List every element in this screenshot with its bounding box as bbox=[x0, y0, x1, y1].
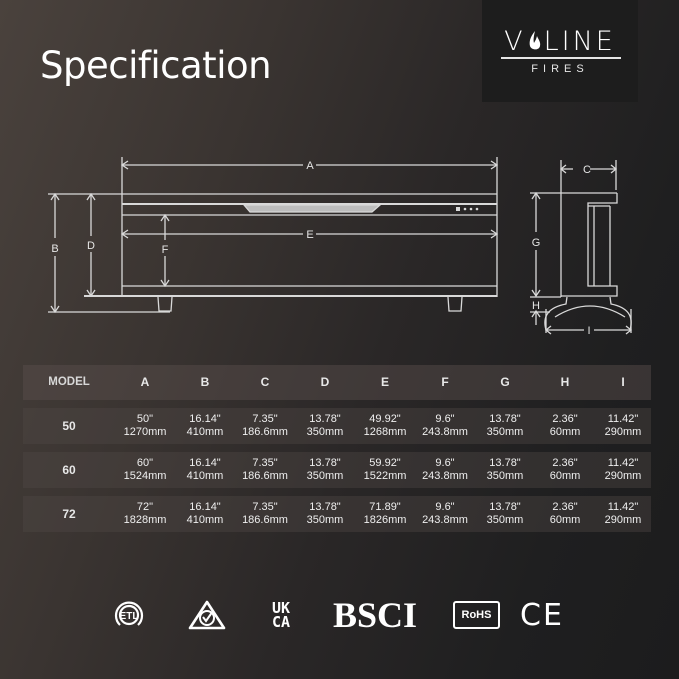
value-cell: 49.92"1268mm bbox=[363, 413, 407, 438]
value-cell: 13.78"350mm bbox=[306, 413, 344, 438]
value-cell: 7.35"186.6mm bbox=[242, 501, 288, 526]
value-cell: 13.78"350mm bbox=[486, 457, 524, 482]
value-cell: 13.78"350mm bbox=[306, 501, 344, 526]
value-cell: 2.36"60mm bbox=[549, 457, 581, 482]
dim-label-d: D bbox=[87, 240, 95, 252]
dim-label-a: A bbox=[306, 160, 314, 172]
spec-table: MODEL A B C D E F G H I 50 50"1270mm 16.… bbox=[23, 365, 651, 540]
logo-divider bbox=[501, 57, 621, 59]
header-cell: A bbox=[140, 375, 150, 389]
ce-logo: CE bbox=[520, 597, 564, 633]
value-cell: 50"1270mm bbox=[123, 413, 167, 438]
header-cell: E bbox=[380, 375, 389, 389]
model-cell: 50 bbox=[62, 418, 76, 433]
value-cell: 9.6"243.8mm bbox=[422, 501, 468, 526]
value-cell: 2.36"60mm bbox=[549, 413, 581, 438]
header-cell: H bbox=[560, 375, 570, 389]
front-view bbox=[48, 157, 499, 314]
dim-label-f: F bbox=[162, 244, 169, 256]
dim-label-i: I bbox=[587, 325, 590, 337]
value-cell: 2.36"60mm bbox=[549, 501, 581, 526]
rohs-logo: RoHS bbox=[453, 601, 500, 629]
table-row: 60 60"1524mm 16.14"410mm 7.35"186.6mm 13… bbox=[23, 452, 651, 488]
header-cell: MODEL bbox=[48, 376, 90, 388]
dim-label-g: G bbox=[532, 237, 541, 249]
dimension-diagram: A E B D F C G H I bbox=[48, 157, 633, 337]
value-cell: 11.42"290mm bbox=[604, 501, 642, 526]
value-cell: 7.35"186.6mm bbox=[242, 413, 288, 438]
value-cell: 9.6"243.8mm bbox=[422, 457, 468, 482]
dim-label-h: H bbox=[532, 300, 540, 312]
value-cell: 11.42"290mm bbox=[604, 413, 642, 438]
table-row: 50 50"1270mm 16.14"410mm 7.35"186.6mm 13… bbox=[23, 408, 651, 444]
model-cell: 72 bbox=[62, 506, 76, 521]
table-row: 72 72"1828mm 16.14"410mm 7.35"186.6mm 13… bbox=[23, 496, 651, 532]
header-cell: F bbox=[441, 375, 449, 389]
value-cell: 16.14"410mm bbox=[186, 501, 224, 526]
value-cell: 16.14"410mm bbox=[186, 413, 224, 438]
value-cell: 59.92"1522mm bbox=[363, 457, 407, 482]
header-cell: I bbox=[621, 375, 625, 389]
table-header-row: MODEL A B C D E F G H I bbox=[23, 365, 651, 400]
side-view bbox=[530, 160, 633, 335]
model-cell: 60 bbox=[62, 462, 76, 477]
value-cell: 13.78"350mm bbox=[306, 457, 344, 482]
certification-logos: ETL UK CA BSCI RoHS CE bbox=[0, 590, 679, 640]
header-cell: D bbox=[320, 375, 330, 389]
value-cell: 13.78"350mm bbox=[486, 501, 524, 526]
etl-icon: ETL bbox=[112, 590, 146, 640]
value-cell: 9.6"243.8mm bbox=[422, 413, 468, 438]
flame-icon bbox=[529, 31, 540, 50]
ukca-icon: UK CA bbox=[271, 599, 291, 631]
value-cell: 60"1524mm bbox=[123, 457, 167, 482]
value-cell: 71.89"1826mm bbox=[363, 501, 407, 526]
value-cell: 72"1828mm bbox=[123, 501, 167, 526]
bsci-logo: BSCI bbox=[332, 595, 418, 635]
value-cell: 16.14"410mm bbox=[186, 457, 224, 482]
value-cell: 11.42"290mm bbox=[604, 457, 642, 482]
svg-text:ETL: ETL bbox=[120, 611, 139, 622]
dim-label-c: C bbox=[583, 164, 591, 176]
logo-sub-text: FIRES bbox=[531, 63, 589, 75]
value-cell: 7.35"186.6mm bbox=[242, 457, 288, 482]
dim-label-b: B bbox=[51, 243, 58, 255]
header-cell: C bbox=[260, 375, 270, 389]
header-cell: G bbox=[500, 375, 510, 389]
header-cell: B bbox=[200, 375, 210, 389]
page-title: Specification bbox=[40, 44, 272, 87]
rcm-icon bbox=[186, 590, 228, 640]
dim-label-e: E bbox=[306, 229, 313, 241]
value-cell: 13.78"350mm bbox=[486, 413, 524, 438]
